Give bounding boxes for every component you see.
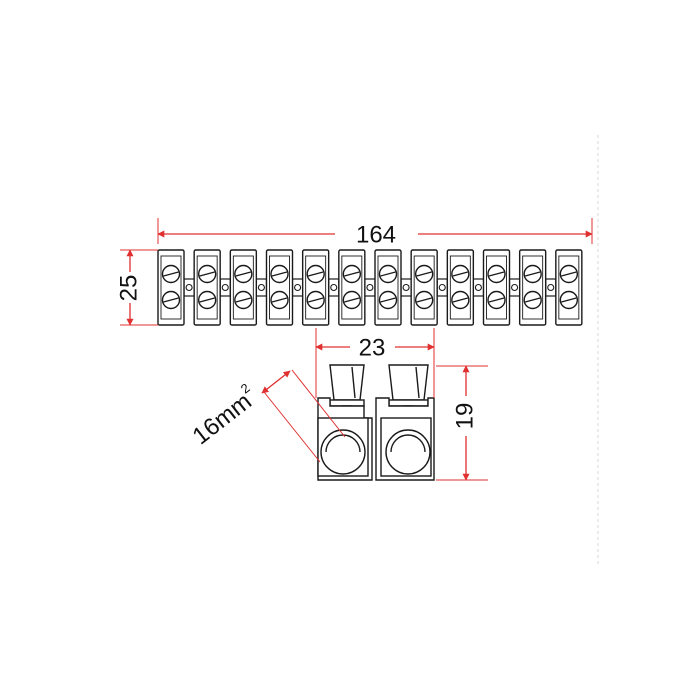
bridge-mounting-hole xyxy=(474,283,482,292)
terminal-block xyxy=(446,249,475,326)
bridge-mounting-hole xyxy=(402,283,410,292)
terminal-block-inner xyxy=(196,255,218,320)
overall-length-label: 164 xyxy=(356,221,396,248)
bridge-mounting-hole xyxy=(185,283,193,292)
terminal-block xyxy=(374,249,402,326)
terminal-block-inner xyxy=(486,255,507,320)
terminal-block xyxy=(157,249,185,326)
bridge-mounting-hole xyxy=(257,283,265,292)
terminal-block xyxy=(193,249,221,326)
bottom-screw-slot xyxy=(416,297,432,303)
bridge-mounting-hole xyxy=(438,283,446,292)
terminal-side-view xyxy=(317,364,435,481)
bottom-screw-slot xyxy=(271,297,288,303)
bridge-mounting-hole xyxy=(366,283,374,292)
bottom-screw-slot xyxy=(452,297,469,303)
terminal-block xyxy=(265,249,294,326)
terminal-block xyxy=(555,249,583,326)
terminal-block-inner xyxy=(341,255,363,320)
pitch-label: 23 xyxy=(359,334,386,361)
terminal-strip-top-view xyxy=(157,249,583,326)
terminal-block-inner xyxy=(558,255,580,320)
depth-dimension: 19 xyxy=(436,365,488,481)
top-screw-slot xyxy=(561,271,577,277)
overall-length-dimension: 164 xyxy=(157,218,593,248)
bottom-screw-slot xyxy=(307,297,324,303)
right-wire-hole-inner-arc xyxy=(390,434,426,453)
bridge-mounting-hole xyxy=(547,283,555,292)
terminal-block xyxy=(482,249,511,326)
top-screw-slot xyxy=(163,271,179,277)
terminal-block-inner xyxy=(449,255,471,320)
wire-size-label: 16mm2 xyxy=(185,381,262,451)
right-screw-slot-line xyxy=(415,366,420,399)
terminal-block xyxy=(338,249,366,326)
terminal-block-inner xyxy=(269,255,290,320)
bridge-mounting-hole xyxy=(511,283,519,292)
left-screw-slot-line xyxy=(351,366,356,399)
bridge-mounting-hole xyxy=(294,283,302,292)
terminal-block-inner xyxy=(413,255,435,320)
terminal-block xyxy=(229,249,258,326)
top-screw-slot xyxy=(488,271,505,277)
bridge-mounting-hole xyxy=(221,283,229,292)
top-screw-slot xyxy=(307,271,324,277)
left-wire-hole xyxy=(320,429,366,475)
terminal-block xyxy=(301,249,330,326)
depth-label: 19 xyxy=(451,403,478,430)
right-screw-collar xyxy=(388,399,429,407)
bottom-screw-slot xyxy=(163,297,179,303)
right-screw-head xyxy=(388,364,429,401)
terminal-block-inner xyxy=(160,255,182,320)
terminal-block xyxy=(410,249,438,326)
bottom-screw-slot xyxy=(235,297,252,303)
pitch-dimension: 23 xyxy=(315,328,435,398)
top-screw-slot xyxy=(199,271,215,277)
top-screw-slot xyxy=(416,271,432,277)
bottom-screw-slot xyxy=(380,297,396,303)
top-screw-slot xyxy=(380,271,396,277)
terminal-block-inner xyxy=(232,255,254,320)
height-label: 25 xyxy=(115,275,142,302)
terminal-block xyxy=(518,249,547,326)
top-screw-slot xyxy=(235,271,252,277)
left-screw-collar xyxy=(329,399,365,407)
height-dimension: 25 xyxy=(115,249,158,326)
top-screw-slot xyxy=(524,271,541,277)
left-screw-head xyxy=(329,364,365,401)
bottom-screw-slot xyxy=(344,297,360,303)
terminal-block-inner xyxy=(305,255,327,320)
bottom-screw-slot xyxy=(488,297,505,303)
bridge-mounting-hole xyxy=(330,283,338,292)
top-screw-slot xyxy=(271,271,288,277)
top-screw-slot xyxy=(344,271,360,277)
right-wire-hole xyxy=(385,429,431,475)
terminal-block-inner xyxy=(377,255,399,320)
top-screw-slot xyxy=(452,271,469,277)
bottom-screw-slot xyxy=(199,297,215,303)
bottom-screw-slot xyxy=(524,297,541,303)
bottom-screw-slot xyxy=(561,297,577,303)
terminal-block-inner xyxy=(522,255,544,320)
